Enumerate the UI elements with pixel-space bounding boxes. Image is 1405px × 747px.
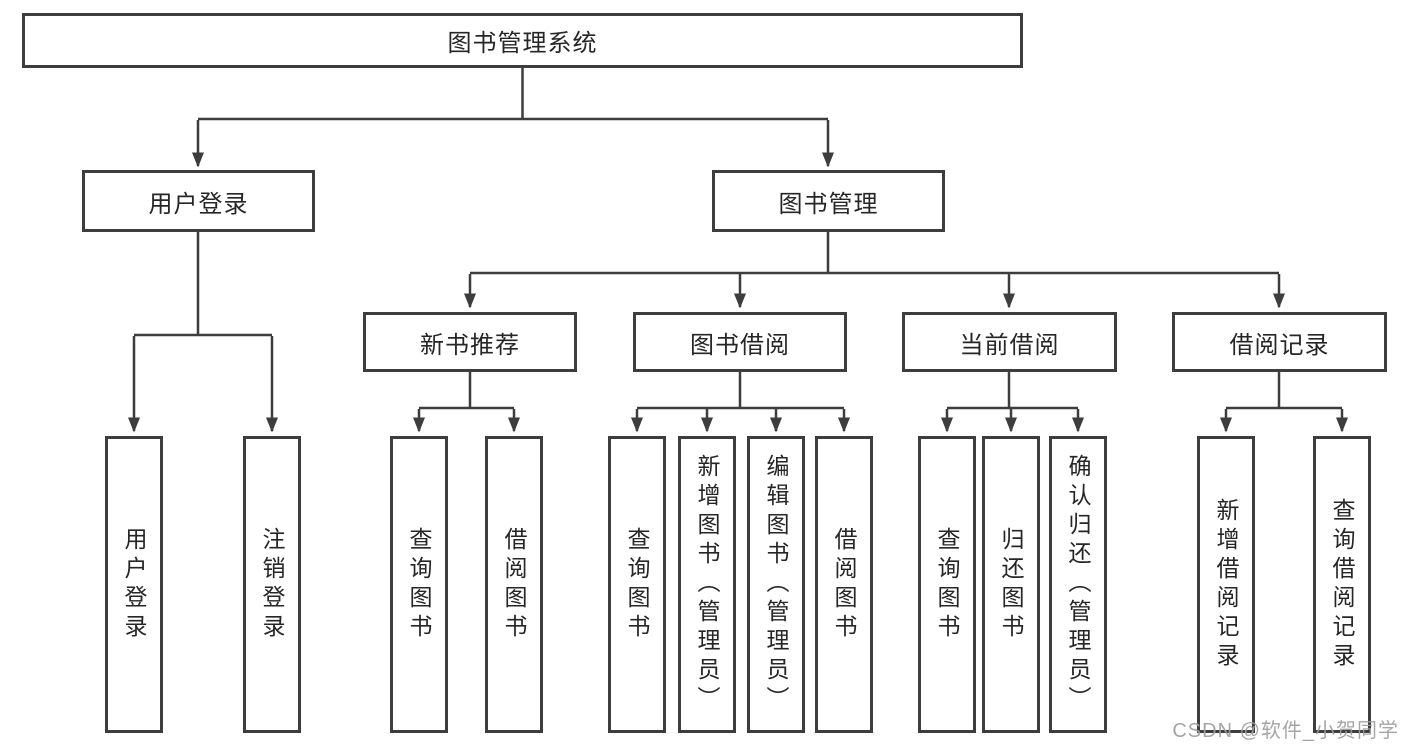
node-book-borrow: 图书借阅 (633, 312, 847, 372)
leaf-logout-label: 注销登录 (259, 526, 285, 643)
node-user-login-label: 用户登录 (148, 190, 249, 218)
leaf-borrow-books-label: 借阅图书 (831, 526, 857, 643)
node-borrow-records: 借阅记录 (1172, 312, 1387, 372)
node-current-borrow-label: 当前借阅 (959, 331, 1060, 359)
leaf-query-borrow-record: 查询借阅记录 (1313, 436, 1371, 733)
leaf-add-books-admin: 新增图书（管理员） (678, 436, 736, 733)
leaf-edit-books-admin-label: 编辑图书（管理员） (763, 454, 789, 715)
node-book-management-label: 图书管理 (778, 190, 879, 218)
leaf-add-borrow-record: 新增借阅记录 (1197, 436, 1255, 733)
leaf-confirm-return-admin-label: 确认归还（管理员） (1065, 454, 1091, 715)
leaf-query-books-recommend: 查询图书 (390, 436, 448, 733)
leaf-borrow-books-recommend: 借阅图书 (485, 436, 543, 733)
leaf-query-borrow-record-label: 查询借阅记录 (1329, 497, 1355, 672)
csdn-watermark: CSDN @软件_小贺同学 (1172, 720, 1399, 742)
node-new-book-recommend: 新书推荐 (363, 312, 577, 372)
leaf-edit-books-admin: 编辑图书（管理员） (747, 436, 805, 733)
node-root-label: 图书管理系统 (447, 30, 598, 57)
leaf-user-login-label: 用户登录 (121, 526, 147, 643)
leaf-add-borrow-record-label: 新增借阅记录 (1213, 497, 1239, 672)
leaf-logout: 注销登录 (243, 436, 301, 733)
node-new-book-recommend-label: 新书推荐 (420, 331, 520, 359)
leaf-user-login: 用户登录 (105, 436, 163, 733)
leaf-add-books-admin-label: 新增图书（管理员） (694, 454, 720, 715)
leaf-query-books-recommend-label: 查询图书 (406, 526, 432, 643)
leaf-return-books: 归还图书 (982, 436, 1040, 733)
node-book-management: 图书管理 (712, 170, 945, 232)
node-user-login: 用户登录 (82, 170, 315, 232)
leaf-borrow-books-recommend-label: 借阅图书 (501, 526, 527, 643)
leaf-query-books-borrow-label: 查询图书 (624, 526, 650, 643)
node-book-borrow-label: 图书借阅 (690, 331, 790, 359)
leaf-query-books-current-label: 查询图书 (934, 526, 960, 643)
leaf-confirm-return-admin: 确认归还（管理员） (1049, 436, 1107, 733)
leaf-borrow-books: 借阅图书 (815, 436, 873, 733)
node-borrow-records-label: 借阅记录 (1229, 331, 1330, 359)
leaf-query-books-current: 查询图书 (918, 436, 976, 733)
leaf-query-books-borrow: 查询图书 (608, 436, 666, 733)
node-root-system: 图书管理系统 (22, 13, 1023, 68)
node-current-borrow: 当前借阅 (902, 312, 1117, 372)
leaf-return-books-label: 归还图书 (998, 526, 1024, 643)
